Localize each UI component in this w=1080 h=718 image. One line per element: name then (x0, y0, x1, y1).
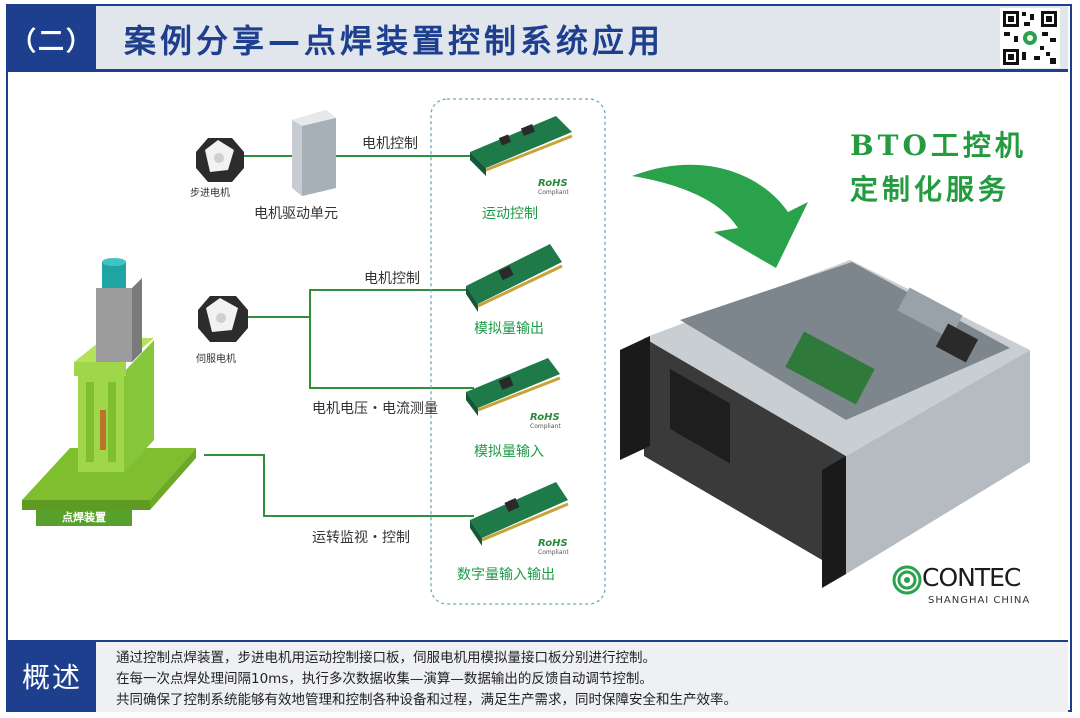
signal-motor-control-2: 电机控制 (364, 271, 420, 287)
header-bar: 案例分享—点焊装置控制系统应用 (96, 6, 1068, 72)
section-number: （二） (8, 6, 96, 72)
servo-motor-image (198, 296, 248, 342)
motor-driver-label: 电机驱动单元 (254, 206, 338, 222)
contec-logo: CONTEC SHANGHAI CHINA (892, 563, 1029, 606)
stepper-motor-label: 步进电机 (190, 188, 230, 199)
promo-text: BTO工控机 定制化服务 (850, 124, 1027, 212)
summary-line: 在每一次点焊处理间隔10ms，执行多次数据收集—演算—数据输出的反馈自动调节控制… (116, 671, 653, 687)
analog-input-board-image (466, 358, 561, 416)
promo-line-1: BTO工控机 (850, 129, 1027, 162)
rohs-badge: RoHS Compliant (530, 412, 561, 430)
contec-logo-icon (892, 565, 922, 595)
brand-location: SHANGHAI CHINA (928, 595, 1031, 606)
promo-line-2: 定制化服务 (850, 173, 1011, 206)
signal-monitor-control: 运转监视・控制 (312, 530, 410, 546)
summary-label: 概述 (8, 640, 96, 712)
spot-welder-label: 点焊装置 (36, 510, 132, 526)
spot-welder-image (22, 258, 196, 510)
board-label-digital-io: 数字量输入输出 (457, 567, 555, 583)
motion-control-board-image (470, 116, 573, 176)
connection-lines (204, 155, 474, 517)
summary-text: 通过控制点焊装置，步进电机用运动控制接口板，伺服电机用模拟量接口板分别进行控制。… (96, 640, 1068, 712)
motor-driver-image (292, 110, 336, 196)
stepper-motor-image (196, 138, 244, 182)
rohs-badge: RoHS Compliant (538, 178, 569, 196)
rohs-badge: RoHS Compliant (538, 538, 569, 556)
qr-code-icon (1000, 8, 1060, 68)
summary-line: 共同确保了控制系统能够有效地管理和控制各种设备和过程，满足生产需求，同时保障安全… (116, 692, 737, 708)
system-diagram (22, 98, 1030, 605)
industrial-pc-image (620, 260, 1030, 588)
brand-name: CONTEC (922, 563, 1021, 592)
board-label-motion: 运动控制 (482, 206, 538, 222)
page-title: 案例分享—点焊装置控制系统应用 (124, 22, 665, 60)
signal-motor-control-1: 电机控制 (362, 136, 418, 152)
summary-line: 通过控制点焊装置，步进电机用运动控制接口板，伺服电机用模拟量接口板分别进行控制。 (116, 650, 656, 666)
digital-io-board-image (470, 482, 569, 546)
board-label-analog-out: 模拟量输出 (474, 321, 544, 337)
board-group-outline (430, 98, 606, 605)
servo-motor-label: 伺服电机 (196, 354, 236, 365)
board-label-analog-in: 模拟量输入 (474, 444, 544, 460)
analog-output-board-image (466, 244, 563, 312)
green-arrow-icon (632, 164, 808, 268)
signal-voltage-current: 电机电压・电流测量 (312, 401, 438, 417)
